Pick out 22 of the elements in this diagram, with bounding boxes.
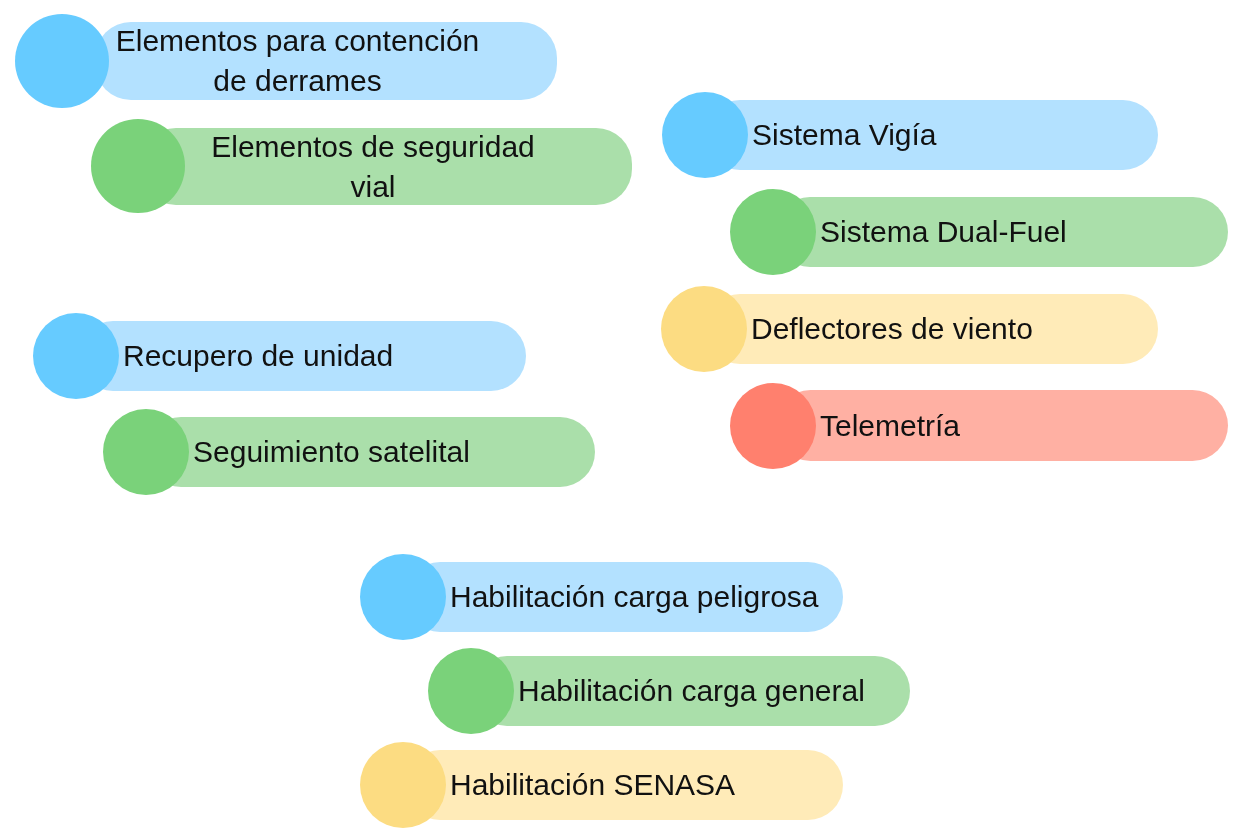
item-label: Habilitación carga general xyxy=(518,673,865,709)
item-label: Deflectores de viento xyxy=(751,311,1033,347)
item-label: Seguimiento satelital xyxy=(193,434,470,470)
item-label: Sistema Dual-Fuel xyxy=(820,214,1067,250)
item-label: Elementos de seguridad vial xyxy=(210,128,536,205)
item-label: Habilitación SENASA xyxy=(450,767,736,803)
bullet-pill-drawing xyxy=(730,189,1228,275)
bullet-pill-drawing xyxy=(103,409,595,495)
item-label: Recupero de unidad xyxy=(123,338,394,374)
bullet-pill-drawing xyxy=(15,14,557,108)
bullet-pill-drawing xyxy=(662,92,1158,178)
bullet-pill-drawing xyxy=(360,742,843,828)
bullet-pill-drawing xyxy=(360,554,843,640)
item-label: Telemetría xyxy=(820,407,961,444)
bullet-pill-drawing xyxy=(428,648,910,734)
item-label: Elementos para contención de derrames xyxy=(114,23,481,99)
bullet-pill-drawing xyxy=(661,286,1158,372)
bullet-pill-drawing xyxy=(730,383,1228,469)
bullet-pill-drawing xyxy=(91,119,632,213)
item-label: Sistema Vigía xyxy=(752,117,937,153)
item-label: Habilitación carga peligrosa xyxy=(450,579,819,615)
bullet-pill-drawing xyxy=(33,313,526,399)
